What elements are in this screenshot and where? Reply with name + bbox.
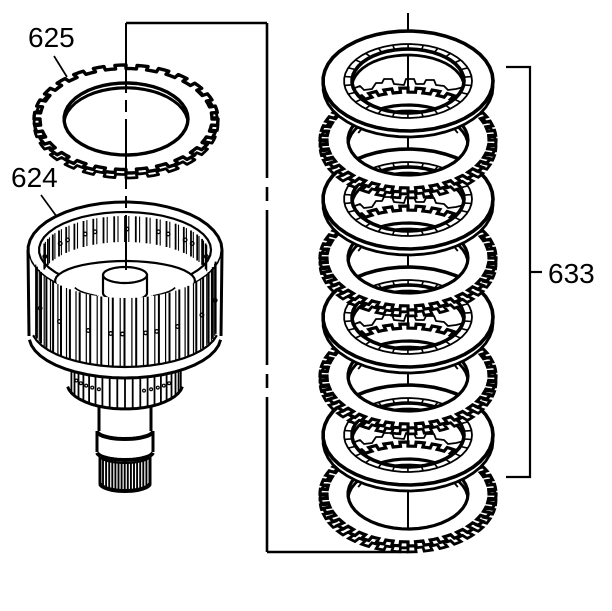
connector-lines xyxy=(126,21,408,554)
label-624: 624 xyxy=(11,162,58,193)
clutch-housing-624 xyxy=(26,200,224,494)
clutch-plate-stack-633 xyxy=(318,29,498,554)
leader-lines xyxy=(40,55,68,218)
label-625: 625 xyxy=(28,22,75,53)
friction-plate xyxy=(321,29,495,139)
bracket-633 xyxy=(506,65,542,479)
label-633: 633 xyxy=(548,258,595,289)
